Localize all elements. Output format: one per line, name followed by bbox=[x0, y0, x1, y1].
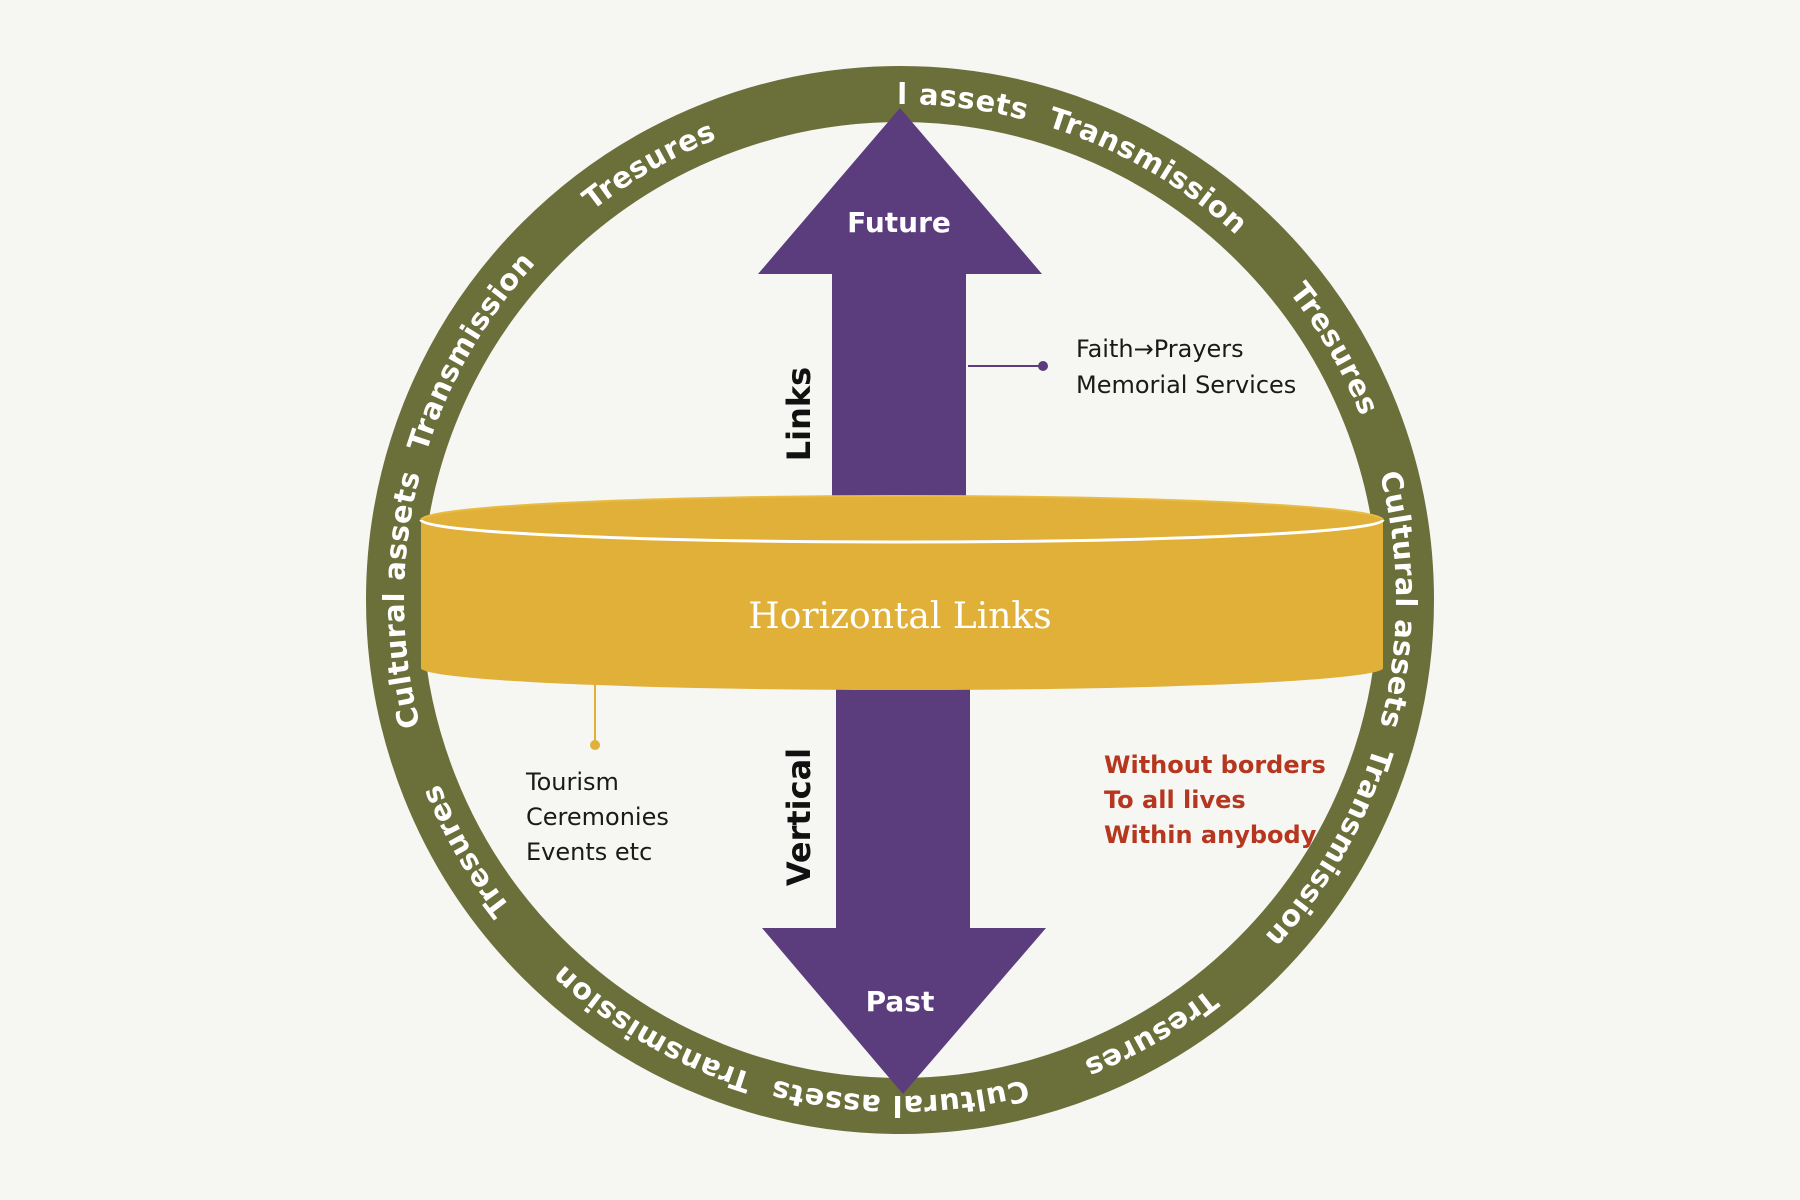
tourism-note-line-1: Tourism bbox=[525, 768, 619, 796]
future-label: Future bbox=[847, 206, 951, 239]
outer-ring bbox=[366, 66, 1434, 1134]
ring-label-text: Transmission bbox=[1044, 100, 1254, 241]
tourism-note-line-3: Events etc bbox=[526, 838, 652, 866]
horizontal-links-label: Horizontal Links bbox=[748, 596, 1051, 637]
borders-note-line-2: To all lives bbox=[1104, 786, 1246, 814]
borders-note-line-1: Without borders bbox=[1104, 751, 1326, 779]
ring-label: Transmission bbox=[401, 245, 542, 455]
faith-note-line-2: Memorial Services bbox=[1076, 371, 1296, 399]
horizontal-band bbox=[419, 495, 1385, 691]
faith-connector-dot bbox=[1038, 361, 1048, 371]
faith-note-line-1: Faith→Prayers bbox=[1076, 335, 1244, 363]
ring-label: Transmission bbox=[545, 958, 755, 1099]
past-label: Past bbox=[866, 985, 935, 1018]
vertical-label: Vertical bbox=[780, 748, 818, 886]
links-label: Links bbox=[780, 367, 818, 461]
borders-note-line-3: Within anybody bbox=[1104, 821, 1317, 849]
ring-label-text: Transmission bbox=[545, 958, 754, 1099]
arrow-lower-shaft bbox=[762, 680, 1046, 1094]
arrow-upper-shaft bbox=[758, 108, 1042, 506]
tourism-connector-dot bbox=[590, 740, 600, 750]
ring-label: Transmission bbox=[1044, 100, 1255, 241]
tourism-note-line-2: Ceremonies bbox=[526, 803, 669, 831]
ring-label-text: Transmission bbox=[401, 245, 541, 455]
